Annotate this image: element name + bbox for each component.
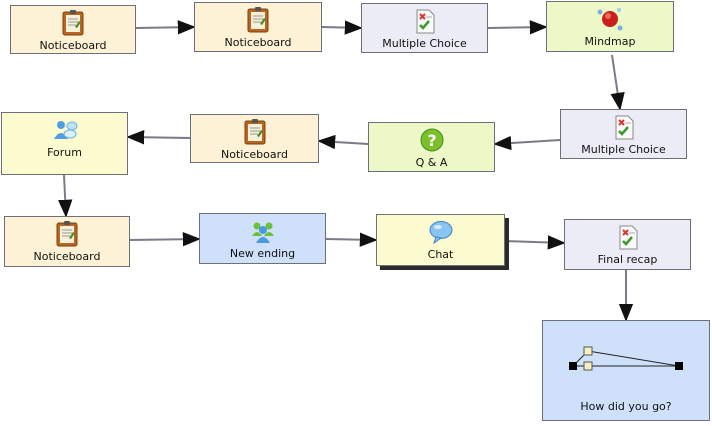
activity-label: Noticeboard <box>39 39 107 52</box>
connector-n1-n2 <box>135 20 196 35</box>
multiple-choice-icon <box>614 114 634 140</box>
chat-bubble-icon <box>429 221 452 245</box>
activity-mindmap[interactable]: Mindmap <box>546 1 674 52</box>
noticeboard-icon <box>244 119 265 145</box>
connector-n8-n9 <box>58 174 73 218</box>
activity-q-and-a[interactable]: ? Q & A <box>368 122 495 172</box>
activity-label: Noticeboard <box>33 250 101 263</box>
activity-label: Q & A <box>415 156 448 169</box>
noticeboard-icon <box>62 10 84 36</box>
activity-label: How did you go? <box>580 400 672 413</box>
activity-label: Noticeboard <box>224 36 292 49</box>
activity-label: New ending <box>229 247 296 260</box>
activity-noticeboard-1[interactable]: Noticeboard <box>10 5 136 54</box>
svg-text:?: ? <box>427 131 436 150</box>
activity-label: Final recap <box>597 253 658 266</box>
forum-icon <box>53 121 77 139</box>
connector-n9-n10 <box>129 232 201 247</box>
activity-label: Noticeboard <box>221 148 288 161</box>
activity-final-recap[interactable]: Final recap <box>564 219 691 270</box>
activity-noticeboard-3[interactable]: Noticeboard <box>190 114 319 163</box>
activity-label: Forum <box>47 146 82 159</box>
activity-new-ending[interactable]: New ending <box>199 213 326 264</box>
connector-n5-n6 <box>493 135 561 151</box>
connector-n10-n11 <box>325 232 378 247</box>
branching-icon <box>569 346 683 371</box>
activity-chat[interactable]: Chat <box>376 214 505 266</box>
multiple-choice-icon <box>618 224 638 250</box>
branching-how-did-you-go[interactable]: How did you go? <box>542 320 710 421</box>
question-icon: ? <box>420 128 443 152</box>
activity-multiple-choice-2[interactable]: Multiple Choice <box>560 109 687 159</box>
activity-label: Multiple Choice <box>382 37 467 50</box>
connector-n11-n12 <box>504 235 566 250</box>
connector-n4-n5 <box>610 54 625 111</box>
group-icon <box>251 222 274 243</box>
multiple-choice-icon <box>415 8 435 34</box>
activity-forum[interactable]: Forum <box>1 112 128 175</box>
activity-multiple-choice-1[interactable]: Multiple Choice <box>361 3 488 53</box>
connector-n3-n4 <box>487 20 548 35</box>
activity-label: Mindmap <box>584 35 636 48</box>
connector-n6-n7 <box>317 134 369 150</box>
activity-noticeboard-4[interactable]: Noticeboard <box>4 216 130 267</box>
connector-n7-n8 <box>126 130 191 145</box>
noticeboard-icon <box>56 221 78 247</box>
activity-label: Chat <box>427 248 454 261</box>
mindmap-icon <box>597 8 623 31</box>
activity-noticeboard-2[interactable]: Noticeboard <box>194 2 322 52</box>
activity-label: Multiple Choice <box>581 143 666 156</box>
connector-n2-n3 <box>321 20 363 35</box>
noticeboard-icon <box>247 7 269 33</box>
